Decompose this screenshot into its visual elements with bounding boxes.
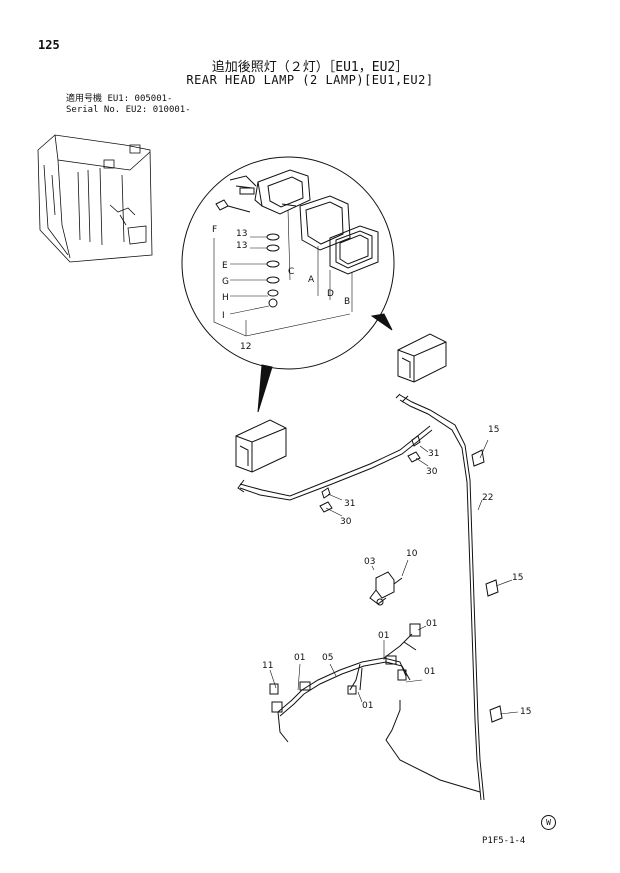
cab-sketch [37,134,153,263]
rear-lamp-left [235,419,287,473]
serial-line-1: 適用号機 EU1: 005001- [66,94,191,105]
detail-pointer-right [370,313,393,331]
callout-13a: 13 [236,229,247,239]
callout-01a: 01 [378,631,389,641]
title-english: REAR HEAD LAMP (2 LAMP)[EU1,EU2] [186,73,434,87]
harness-05 [269,623,481,793]
callout-01c: 01 [294,653,305,663]
callout-B: B [344,297,350,307]
callout-22: 22 [482,493,493,503]
clamp-parts [319,435,421,513]
small-parts-stack [215,199,280,308]
callout-labels: F 13 13 E G H I C A D B 12 15 31 30 22 3… [212,225,531,717]
callout-H: H [222,293,229,303]
callout-D: D [327,289,334,299]
title-japanese: 追加後照灯（２灯）［EU1，EU2］ [211,60,409,75]
callout-15a: 15 [488,425,499,435]
callout-G: G [222,277,229,287]
callout-11: 11 [262,661,273,671]
watermark-circle: W [541,815,556,830]
leader-lines [269,439,519,715]
callout-10: 10 [406,549,418,559]
callout-13b: 13 [236,241,247,251]
switch-assembly [369,571,403,606]
serial-line-1-label: 適用号機 [66,94,103,104]
lamp-lens-detail [299,195,351,251]
callout-01b: 01 [426,619,437,629]
footer-code: P1F5-1-4 [482,836,526,846]
detail-pointer-left [257,364,273,413]
callout-31a: 31 [428,449,439,459]
callout-01d: 01 [424,667,435,677]
callout-31b: 31 [344,499,355,509]
callout-E: E [222,261,228,271]
lamp-housing-detail [229,169,311,215]
callout-01e: 01 [362,701,373,711]
callout-05: 05 [322,653,333,663]
serial-line-2-value: EU2: 010001- [125,105,191,115]
callout-I: I [222,311,225,321]
rear-lamp-right [397,333,447,383]
callout-15b: 15 [512,573,523,583]
serial-block: 適用号機 EU1: 005001- Serial No. EU2: 010001… [66,94,191,116]
callout-F: F [212,225,217,235]
callout-A: A [308,275,315,285]
callout-30a: 30 [426,467,438,477]
callout-C: C [288,267,294,277]
callout-12: 12 [240,342,251,352]
serial-line-2-label: Serial No. [66,105,121,115]
leader-lines-detail [213,209,353,337]
callout-03: 03 [364,557,375,567]
harness-22 [237,393,485,801]
lamp-gasket-detail [329,225,379,275]
callout-30b: 30 [340,517,352,527]
clip-15-parts [471,449,503,723]
serial-line-1-value: EU1: 005001- [107,94,173,104]
serial-line-2: Serial No. EU2: 010001- [66,105,191,116]
callout-15c: 15 [520,707,531,717]
detail-circle [181,156,395,370]
page-number: 125 [38,38,60,52]
